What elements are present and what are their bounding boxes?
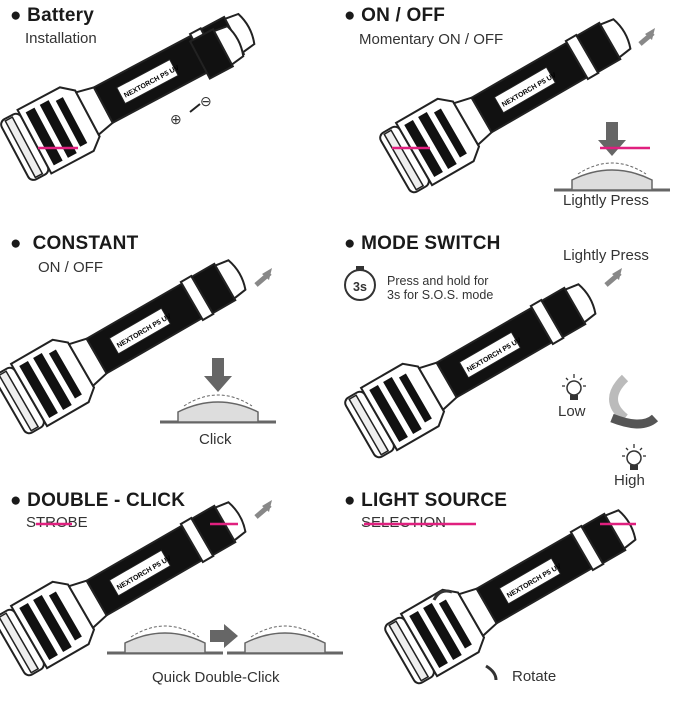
section-subtitle-light-source: SELECTION xyxy=(361,514,447,531)
flashlight-illustration-light-source: NEXTORCH P5 UV xyxy=(364,491,649,689)
caption-mode-switch: Lightly Press xyxy=(563,247,649,264)
flashlight-illustration-constant: NEXTORCH P5 UV xyxy=(0,241,278,439)
mode-high-label: High xyxy=(614,472,645,489)
panel-on-off: ● ON / OFF Momentary ON / OFF NEXTORCH P… xyxy=(344,0,700,232)
polarity-plus-icon: ⊕ xyxy=(170,111,182,127)
timer-icon xyxy=(344,266,376,301)
panel-mode-switch: ● MODE SWITCH Lightly Press 3s Press and… xyxy=(341,230,700,489)
section-subtitle-on-off: Momentary ON / OFF xyxy=(359,31,504,48)
sos-instruction: Press and hold for 3s for S.O.S. mode xyxy=(387,274,494,302)
section-subtitle-battery: Installation xyxy=(25,30,97,47)
flashlight-illustration-battery: NEXTORCH P5 UV xyxy=(0,0,267,185)
rotate-arrow-icon xyxy=(432,589,453,601)
panel-light-source: ● LIGHT SOURCE SELECTION NEXTORCH P5 UV … xyxy=(344,488,700,720)
section-title-light-source: ● LIGHT SOURCE xyxy=(344,490,508,511)
section-subtitle-constant: ON / OFF xyxy=(38,259,103,276)
section-title-constant: ● CONSTANT xyxy=(10,233,139,254)
next-arrow-icon xyxy=(210,630,224,642)
flashlight-illustration-mode-switch: NEXTORCH P5 UV xyxy=(341,265,659,471)
section-title-on-off: ● ON / OFF xyxy=(344,5,446,26)
flashlight-illustration-double-click: NEXTORCH P5 UV xyxy=(0,483,345,681)
section-title-double-click: ● DOUBLE - CLICK xyxy=(10,490,186,511)
cycle-arrow-icon xyxy=(609,374,629,422)
panel-constant: ● CONSTANT ON / OFF NEXTORCH P5 UV Click xyxy=(0,230,350,462)
section-title-mode-switch: ● MODE SWITCH xyxy=(344,233,501,254)
section-title-battery: ● Battery xyxy=(10,5,95,26)
flashlight-illustration-on-off: NEXTORCH P5 UV xyxy=(376,0,672,198)
polarity-minus-icon: ⊖ xyxy=(200,93,212,109)
panel-battery: ● Battery Installation NEXTORCH P5 UV ⊕ … xyxy=(0,0,350,232)
caption-on-off: Lightly Press xyxy=(563,192,649,209)
section-subtitle-double-click: STROBE xyxy=(26,514,88,531)
caption-constant: Click xyxy=(199,431,232,448)
mode-low-label: Low xyxy=(558,403,586,420)
caption-double-click: Quick Double-Click xyxy=(152,669,280,686)
caption-light-source: Rotate xyxy=(512,668,557,685)
panel-double-click: ● DOUBLE - CLICK STROBE NEXTORCH P5 UV Q… xyxy=(0,483,350,720)
timer-label: 3s xyxy=(353,280,367,294)
